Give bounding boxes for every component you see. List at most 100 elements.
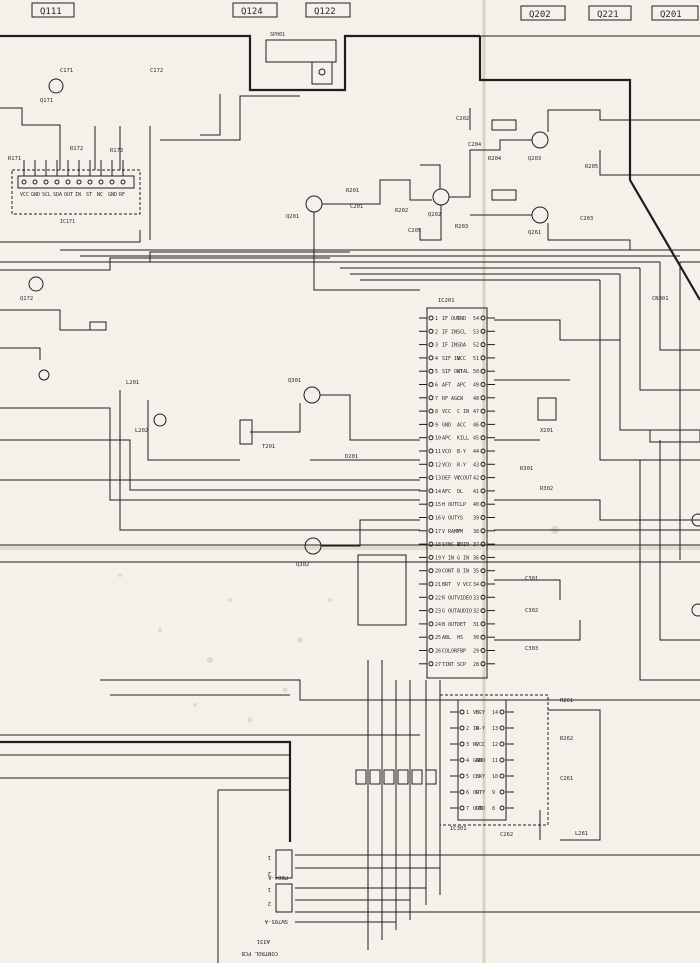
ic-delay-pin-number: 4	[466, 758, 469, 764]
ic-main-pin-number: 17	[435, 529, 441, 535]
ic-main-pin-pad	[480, 355, 486, 361]
ic-main-pin-pad	[428, 342, 434, 348]
ic-main-pin-number: 26	[435, 649, 441, 655]
ic-main-pin-name: AFC	[442, 489, 451, 495]
ic-left-pin-name: GND	[108, 192, 117, 198]
ic-main-pin-pad	[480, 648, 486, 653]
ic-main-pin-pad	[428, 501, 434, 507]
ic-delay-pin-name: OUT	[473, 790, 482, 796]
page-tag: Q124	[241, 7, 263, 17]
ic-delay-pin-name: OUT	[473, 806, 482, 812]
ic-main-pin-pad	[428, 382, 434, 387]
ic-main-pin-pad	[480, 661, 486, 667]
ic-delay-pin-name: VCC	[476, 742, 485, 748]
ic-main-pin-name: GND	[457, 316, 466, 322]
ic-main-pin-pad	[480, 448, 486, 454]
ic-main-pin-name: Y IN	[442, 555, 454, 561]
part-ref: R173	[110, 148, 123, 154]
ic-left-pin-name: SDA	[53, 192, 62, 198]
ic-delay-pin-number: 9	[492, 790, 495, 796]
ic-main-pin-name: AFT	[442, 383, 451, 389]
ic-main-pin-name: VCO	[442, 449, 451, 455]
ic-main-pin-pad	[428, 461, 434, 467]
ic-main-pin-name: COLOR	[442, 649, 458, 655]
part-ref: R205	[585, 164, 598, 170]
ic-main-pin-name: YS	[457, 516, 463, 522]
ic-main-pin-pad	[428, 581, 434, 587]
ic-main-pin-name: H OUT	[442, 502, 457, 508]
transistor-ref: Q301	[288, 378, 301, 384]
ic-delay-pin-pad	[459, 725, 465, 731]
ic-main-pin-pad	[480, 421, 486, 427]
ic-delay-pin-pad	[459, 805, 465, 811]
connector-label: CN301	[652, 296, 669, 302]
ic-main-pin-number: 19	[435, 555, 441, 561]
svg-text:1: 1	[268, 886, 271, 892]
ic-main-pin-name: APC	[442, 436, 451, 442]
ic-delay-pin-pad	[499, 709, 505, 715]
ic-delay-pin-number: 7	[466, 806, 469, 812]
part-ref: C301	[525, 576, 538, 582]
ic-main-pin-number: 1	[435, 316, 438, 322]
ic-main-pin-pad	[480, 435, 486, 441]
ic-main-pin-pad	[480, 315, 486, 321]
part-ref: C172	[150, 68, 163, 74]
part-ref: R262	[560, 736, 573, 742]
ic-main-pin-name: IF OUT	[442, 316, 460, 322]
transistor-ref: Q171	[40, 98, 53, 104]
ic-main-pin-pad	[428, 328, 434, 334]
ic-main-pin-name: G OUT	[442, 609, 457, 615]
ic-main-pin-name: TINT	[442, 662, 454, 668]
ic-main-pin-pad	[480, 461, 486, 467]
ic-main-pin-number: 27	[435, 662, 441, 668]
ic-delay-pin-number: 2	[466, 726, 469, 732]
ic-main-pin-number: 37	[473, 542, 479, 548]
vertical-bus	[295, 660, 700, 950]
ic-main-pin-number: 24	[435, 622, 441, 628]
ic-main-pin-pad	[428, 355, 434, 361]
ic-main-pin-name: C IN	[457, 409, 469, 415]
transistor-ref: Q203	[528, 156, 541, 162]
page-tag: Q201	[660, 10, 682, 20]
ic-main-pin-pad	[480, 608, 486, 614]
transistor-ref: Q201	[286, 214, 299, 220]
ic-main-pin-pad	[428, 661, 434, 667]
ic-main-pin-pad	[428, 408, 434, 414]
ic-main-pin-name: DL	[457, 489, 463, 495]
ic-main-pin-number: 32	[473, 609, 479, 615]
ic-main-pin-number: 31	[473, 622, 479, 628]
page-reference-tags: Q111 Q124 Q122 Q202 Q221 Q201	[31, 2, 699, 21]
ic-main-pin-number: 3	[435, 343, 438, 349]
ic-main-pin-pad	[480, 568, 486, 574]
ic-left-pin-name: ST	[86, 192, 92, 198]
ic-delay-pin-pad	[499, 773, 505, 779]
ic-delay-pin-number: 6	[466, 790, 469, 796]
ic-main-pin-pad	[428, 395, 434, 401]
page-tag: Q202	[529, 10, 551, 20]
right-edge: CN301	[639, 296, 700, 681]
ic-main-pin-pad	[480, 408, 486, 414]
ic-left-pin-pad	[65, 179, 71, 185]
part-ref: C262	[500, 832, 513, 838]
ic-left-pin-pad	[32, 179, 38, 185]
ic-main-pin-number: 23	[435, 609, 441, 615]
ic-delay-pin-number: 3	[466, 742, 469, 748]
ic-main-pin-pad	[480, 581, 486, 587]
ic-left-pin-name: RF	[119, 192, 125, 198]
ic-delay-pin-pad	[499, 725, 505, 731]
ic-main-pin-pad	[480, 395, 486, 401]
ic-delay-pin-number: 12	[492, 742, 498, 748]
ic-main-pin-name: IF IN	[442, 329, 457, 335]
ic-main-pin-number: 42	[473, 476, 479, 482]
ic-main-pin-number: 20	[435, 569, 441, 575]
transistor-ref: Q302	[296, 562, 309, 568]
page-tag: Q111	[40, 7, 62, 17]
ic-main-pin-pad	[480, 328, 486, 334]
ic-main-pin-name: AUDIO	[457, 609, 472, 615]
ic-main-pin-number: 13	[435, 476, 441, 482]
ic-main-pin-pad	[428, 515, 434, 520]
speaker-connector	[265, 39, 337, 63]
